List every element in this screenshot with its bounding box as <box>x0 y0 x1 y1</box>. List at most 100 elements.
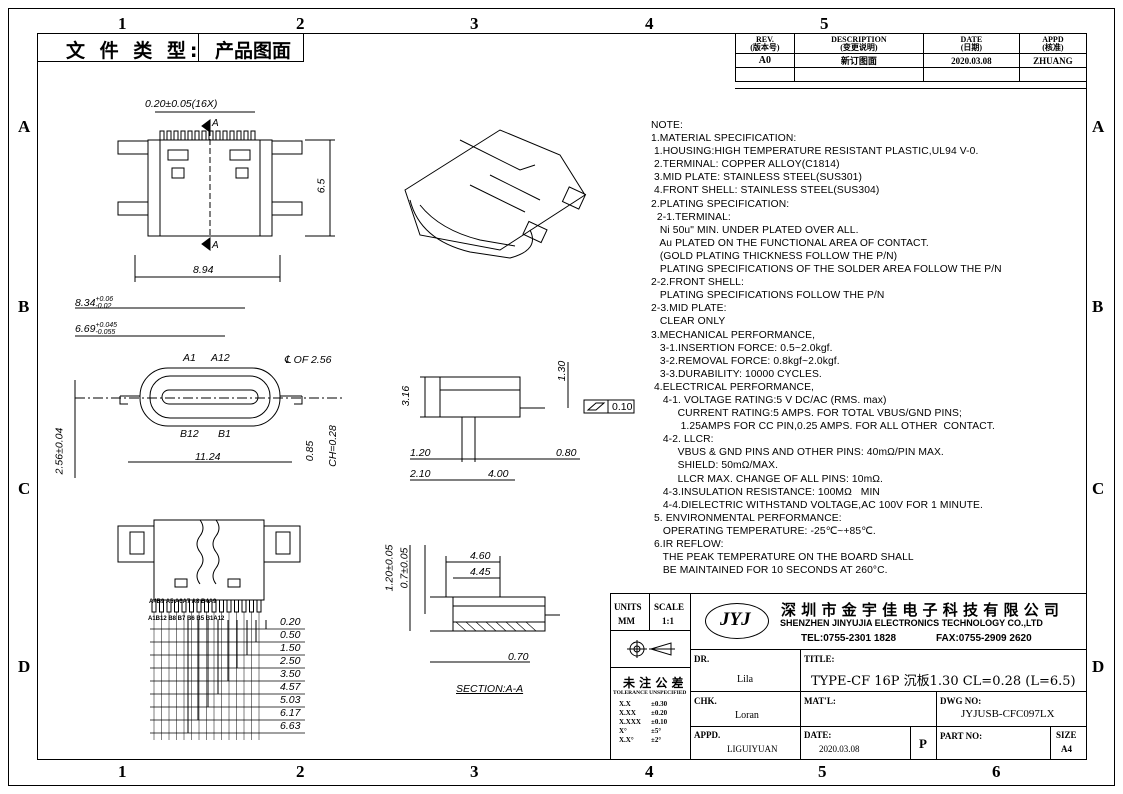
note-line: 3.MECHANICAL PERFORMANCE, <box>651 329 816 341</box>
zone-row-c-right: C <box>1092 479 1105 498</box>
zone-row-b-right: B <box>1092 297 1104 316</box>
note-line: NOTE: <box>651 120 683 131</box>
tolerance-row: X.X±0.30 <box>619 700 668 708</box>
zone-row-a-right: A <box>1092 117 1105 136</box>
note-line: 1.25AMPS FOR CC PIN,0.25 AMPS. FOR ALL O… <box>651 421 995 433</box>
revision-table: REV. (版本号) DESCRIPTION (变更说明) DATE (日期) … <box>735 33 1088 82</box>
appd-value: ZHUANG <box>1018 53 1088 68</box>
dim-085: 0.85 <box>304 440 317 462</box>
dim-400: 4.00 <box>488 468 509 480</box>
note-line: 3-1.INSERTION FORCE: 0.5~2.0kgf. <box>651 342 833 354</box>
label-centerline: ℄ OF 2.56 <box>284 354 332 366</box>
zone-row-c-left: C <box>18 479 31 498</box>
dim-669: 6.69+0.045-0.055 <box>75 322 118 336</box>
drawing-inner-frame <box>37 33 1087 760</box>
description-header: DESCRIPTION (变更说明) <box>793 33 924 54</box>
date-value: 2020.03.08 <box>922 53 1020 68</box>
label-b1: B1 <box>218 428 231 440</box>
pin-dim-label: 0.20 <box>280 616 301 628</box>
label-a1: A1 <box>183 352 196 364</box>
zone-row-d-right: D <box>1092 657 1105 676</box>
note-line: 3-3.DURABILITY: 10000 CYCLES. <box>651 368 822 380</box>
note-line: 4-2. LLCR: <box>651 434 714 446</box>
pin-dim-label: 2.50 <box>280 655 301 667</box>
scale-cell: SCALE 1:1 <box>649 593 691 631</box>
zone-col-3-top: 3 <box>470 14 479 33</box>
revision-table-rule <box>735 88 1087 89</box>
pin-labels-bottom: A1B12 B8 B7 B6 B5 B1A12 <box>148 616 225 622</box>
material-cell: MAT'L: <box>800 691 937 727</box>
note-line: 1.MATERIAL SPECIFICATION: <box>651 133 797 145</box>
note-line: 2.PLATING SPECIFICATION: <box>651 198 790 210</box>
zone-col-1-bottom: 1 <box>118 762 127 781</box>
units-cell: UNITS MM <box>610 593 650 631</box>
note-line: 2-1.TERMINAL: <box>651 211 731 223</box>
note-line: 4.ELECTRICAL PERFORMANCE, <box>651 381 814 393</box>
dim-1124: 11.24 <box>195 451 221 463</box>
document-type-header: 文 件 类 型: 产品图面 <box>38 34 304 62</box>
note-line: VBUS & GND PINS AND OTHER PINS: 40mΩ/PIN… <box>651 447 944 459</box>
rev-header: REV. (版本号) <box>735 33 795 54</box>
note-line: 1.HOUSING:HIGH TEMPERATURE RESISTANT PLA… <box>651 146 979 158</box>
note-line: 4-1. VOLTAGE RATING:5 V DC/AC (RMS. max) <box>651 394 887 406</box>
pin-dim-label: 0.50 <box>280 629 301 641</box>
dim-256: 2.56±0.04 <box>53 427 66 475</box>
pin-dim-label: 4.57 <box>280 681 301 693</box>
zone-col-4-bottom: 4 <box>645 762 654 781</box>
zone-col-5-top: 5 <box>820 14 829 33</box>
projection-symbol <box>610 630 691 668</box>
dim-080: 0.80 <box>556 447 577 459</box>
zone-col-2-top: 2 <box>296 14 305 33</box>
note-line: 3-2.REMOVAL FORCE: 0.8kgf~2.0kgf. <box>651 355 840 367</box>
checked-by-cell: CHK. Loran <box>690 691 801 727</box>
appd-header: APPD (核准) <box>1018 33 1088 54</box>
dim-height: 6.5 <box>315 178 328 194</box>
zone-col-5-bottom: 5 <box>818 762 827 781</box>
dim-sec-070: 0.7±0.05 <box>398 547 411 589</box>
zone-row-d-left: D <box>18 657 31 676</box>
dim-460: 4.60 <box>470 550 491 562</box>
dim-120: 1.20 <box>410 447 431 459</box>
dim-130: 1.30 <box>556 360 569 382</box>
dim-pitch: 0.20±0.05(16X) <box>145 98 218 110</box>
note-line: Ni 50u" MIN. UNDER PLATED OVER ALL. <box>651 224 859 236</box>
pin-labels-top: A4B9 A5 A6A7 A8 B4A9 <box>149 599 217 605</box>
title-cell: TITLE: TYPE-CF 16P 沉板1.30 CL=0.28 (L=6.5… <box>800 649 1087 692</box>
zone-row-b-left: B <box>18 297 30 316</box>
tolerance-row: X°±5° <box>619 727 662 735</box>
dim-834: 8.34+0.06-0.02 <box>75 296 114 310</box>
tolerance-row: X.X°±2° <box>619 736 662 744</box>
section-label: SECTION:A-A <box>456 683 524 695</box>
date-header: DATE (日期) <box>922 33 1020 54</box>
drawing-number-cell: DWG NO: JYJUSB-CFC097LX <box>936 691 1087 727</box>
note-line: 2-3.MID PLATE: <box>651 303 727 315</box>
dim-445: 4.45 <box>470 566 491 578</box>
section-marker-bottom: A <box>212 240 219 251</box>
note-line: OPERATING TEMPERATURE: -25℃~+85℃. <box>651 525 876 537</box>
notes-block: NOTE: 1.MATERIAL SPECIFICATION: 1.HOUSING… <box>651 119 1091 577</box>
note-line: 4-3.INSULATION RESISTANCE: 100MΩ MIN <box>651 486 880 498</box>
tolerance-row: X.XX±0.20 <box>619 709 668 717</box>
note-line: PLATING SPECIFICATIONS OF THE SOLDER ARE… <box>651 264 1002 276</box>
dim-sec-070b: 0.70 <box>508 651 529 663</box>
note-line: Au PLATED ON THE FUNCTIONAL AREA OF CONT… <box>651 237 929 249</box>
note-line: CURRENT RATING:5 AMPS. FOR TOTAL VBUS/GN… <box>651 408 962 420</box>
rev-value: A0 <box>735 53 795 68</box>
document-type-label: 文 件 类 型: <box>66 40 202 62</box>
company-logo: JYJ <box>705 603 769 639</box>
note-line: 5. ENVIRONMENTAL PERFORMANCE: <box>651 512 842 524</box>
dim-ch: CH=0.28 <box>326 425 339 467</box>
pin-dim-label: 5.03 <box>280 694 301 706</box>
title-block: UNITS MM SCALE 1:1 未 注 公 差 TOLERANCE UNS… <box>610 593 1087 760</box>
drawn-by-cell: DR. Lila <box>690 649 801 692</box>
zone-col-1-top: 1 <box>118 14 127 33</box>
note-line: LLCR MAX. CHANGE OF ALL PINS: 10mΩ. <box>651 473 884 485</box>
drawing-outer-frame <box>8 8 1115 786</box>
dim-316: 3.16 <box>400 385 413 407</box>
note-line: 4-4.DIELECTRIC WITHSTAND VOLTAGE,AC 100V… <box>651 499 983 511</box>
approved-by-cell: APPD. LIGUIYUAN <box>690 726 801 760</box>
tolerance-row: X.XXX±0.10 <box>619 718 668 726</box>
description-value: 新订图面 <box>793 53 924 68</box>
company-cell: JYJ 深 圳 市 金 宇 佳 电 子 科 技 有 限 公 司 SHENZHEN… <box>690 593 1087 650</box>
